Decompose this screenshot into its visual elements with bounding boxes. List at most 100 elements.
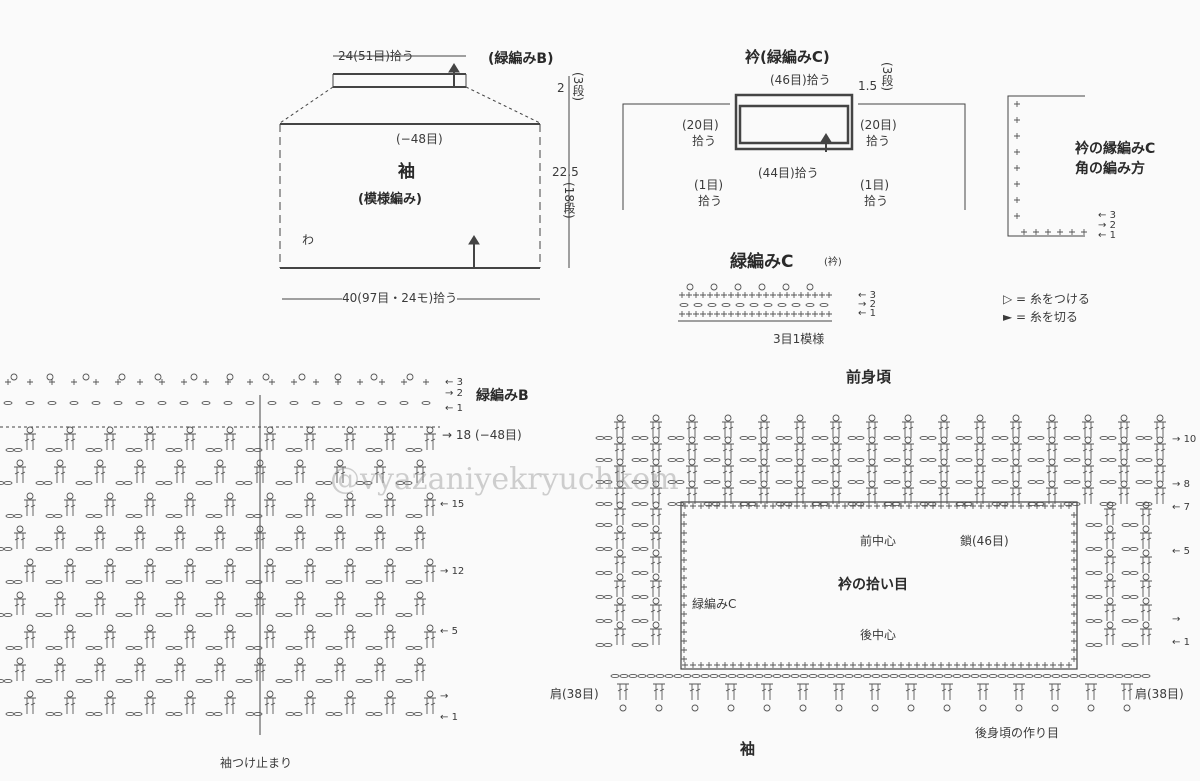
double-crochet-symbol <box>310 631 316 648</box>
sleeve-label: 袖 <box>740 740 756 758</box>
chain-symbol <box>35 480 45 486</box>
double-crochet-symbol <box>686 465 692 482</box>
single-crochet-symbol <box>700 292 706 298</box>
chain-symbol <box>293 579 303 585</box>
chain-symbol <box>333 447 343 453</box>
double-crochet-symbol <box>620 556 626 573</box>
picot-symbol <box>96 591 104 599</box>
single-crochet-symbol <box>401 379 407 385</box>
double-crochet-symbol <box>390 433 396 450</box>
chain-symbol <box>165 579 175 585</box>
picot-symbol <box>1156 414 1164 422</box>
picot-symbol <box>226 373 234 381</box>
picot-symbol <box>296 525 304 533</box>
double-crochet-symbol <box>70 697 76 714</box>
chain-symbol <box>85 711 95 717</box>
double-crochet-symbol <box>650 580 656 597</box>
fold-label: わ <box>302 233 315 247</box>
single-crochet-symbol <box>994 503 1000 509</box>
chain-symbol <box>1107 457 1117 463</box>
picot-symbol <box>688 436 696 444</box>
double-crochet-symbol <box>620 628 626 645</box>
single-crochet-symbol <box>954 662 960 668</box>
picot-symbol <box>216 591 224 599</box>
double-crochet-symbol <box>420 532 426 549</box>
double-crochet-symbol <box>224 697 230 714</box>
picot-symbol <box>190 373 198 381</box>
double-crochet-symbol <box>686 421 692 438</box>
double-crochet-symbol <box>344 631 350 648</box>
chain-symbol <box>223 400 233 406</box>
chain-symbol <box>85 447 95 453</box>
single-crochet-symbol <box>269 379 275 385</box>
chain-symbol <box>399 400 409 406</box>
double-crochet-symbol <box>731 683 737 700</box>
chain-symbol <box>891 457 901 463</box>
chain-symbol <box>999 435 1009 441</box>
double-crochet-symbol <box>174 466 180 483</box>
picot-symbol <box>370 373 378 381</box>
picot-symbol <box>146 426 154 434</box>
chain-symbol <box>603 479 613 485</box>
single-crochet-symbol <box>930 662 936 668</box>
sleeve-row-1: ← 1 <box>445 403 463 414</box>
chain-symbol <box>889 673 899 679</box>
chain-symbol <box>639 618 649 624</box>
double-crochet-symbol <box>1019 683 1025 700</box>
double-crochet-symbol <box>1082 465 1088 482</box>
single-crochet-symbol <box>1071 512 1077 518</box>
single-crochet-symbol <box>681 557 687 563</box>
picot-symbol <box>616 414 624 422</box>
picot-symbol <box>256 657 264 665</box>
double-crochet-symbol <box>1124 465 1130 482</box>
chain-symbol <box>675 501 685 507</box>
double-crochet-symbol <box>980 443 986 460</box>
picot-symbol <box>376 459 384 467</box>
picot-symbol <box>106 492 114 500</box>
chain-symbol <box>363 480 373 486</box>
double-crochet-symbol <box>692 465 698 482</box>
corner-row-2: → 2 <box>1098 220 1116 231</box>
chain-symbol <box>943 673 953 679</box>
double-crochet-symbol <box>384 697 390 714</box>
chain-symbol <box>763 673 773 679</box>
single-crochet-symbol <box>777 292 783 298</box>
sleeve-chart-edging-label: 緑編みB <box>476 388 529 404</box>
double-crochet-symbol <box>1124 421 1130 438</box>
double-crochet-symbol <box>1052 443 1058 460</box>
double-crochet-symbol <box>974 465 980 482</box>
double-crochet-symbol <box>350 433 356 450</box>
picot-symbol <box>1142 573 1150 581</box>
picot-symbol <box>296 459 304 467</box>
single-crochet-symbol <box>159 379 165 385</box>
body-row-5: ← 5 <box>1172 546 1190 557</box>
picot-symbol <box>66 426 74 434</box>
single-crochet-symbol <box>749 311 755 317</box>
double-crochet-symbol <box>174 664 180 681</box>
chain-symbol <box>0 678 5 684</box>
chain-symbol <box>711 435 721 441</box>
chain-symbol <box>934 673 944 679</box>
double-crochet-symbol <box>384 433 390 450</box>
chain-symbol <box>819 457 829 463</box>
picot-symbol <box>416 525 424 533</box>
chain-symbol <box>365 711 375 717</box>
double-crochet-symbol <box>230 631 236 648</box>
single-crochet-symbol <box>27 379 33 385</box>
single-crochet-symbol <box>946 503 952 509</box>
sleeve-row-arrow: → <box>440 691 449 702</box>
chain-symbol <box>736 673 746 679</box>
picot-symbol <box>1106 525 1114 533</box>
double-crochet-symbol <box>414 664 420 681</box>
double-crochet-symbol <box>650 556 656 573</box>
double-crochet-symbol <box>1046 487 1052 504</box>
single-crochet-symbol <box>71 379 77 385</box>
double-crochet-symbol <box>938 465 944 482</box>
chain-symbol <box>783 479 793 485</box>
collar-right-pick: 拾う <box>866 134 891 148</box>
picot-symbol <box>426 558 434 566</box>
edging-c-label: 緑編みC <box>692 597 737 611</box>
picot-symbol <box>296 657 304 665</box>
picot-symbol <box>306 624 314 632</box>
chain-symbol <box>595 642 605 648</box>
